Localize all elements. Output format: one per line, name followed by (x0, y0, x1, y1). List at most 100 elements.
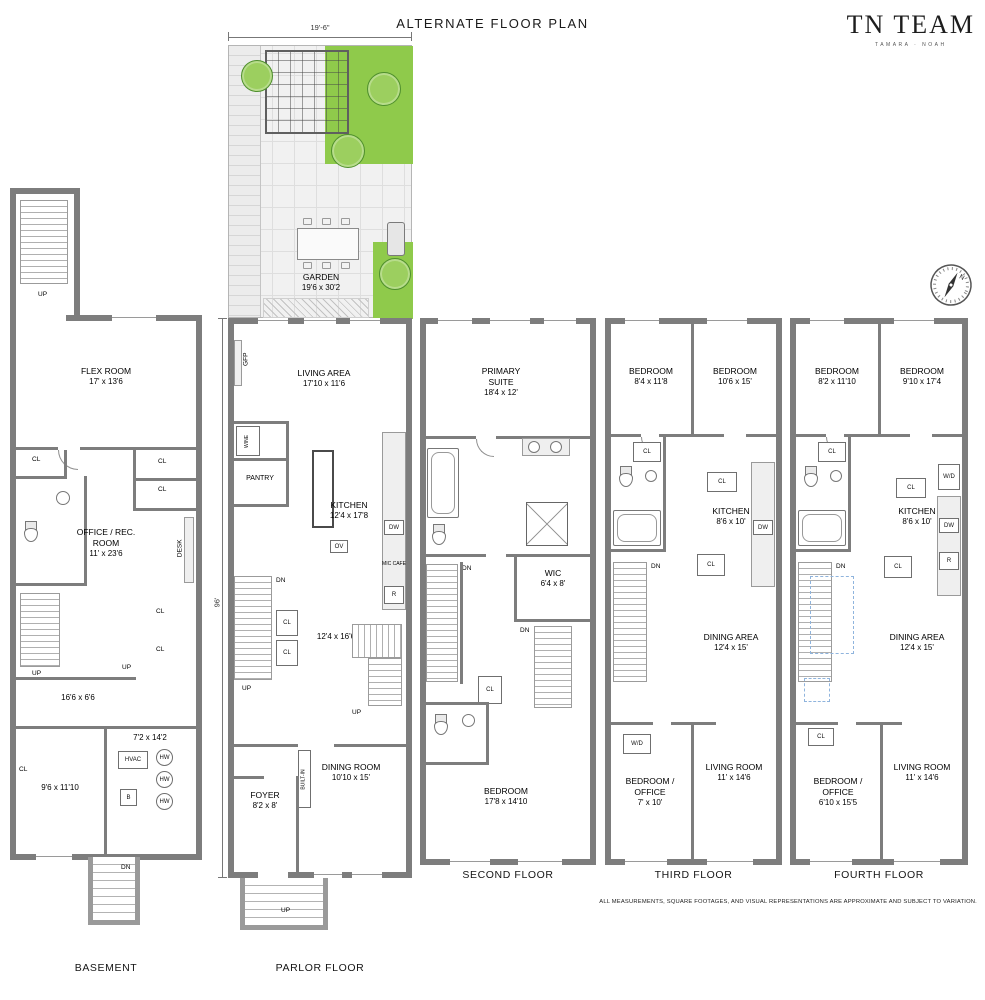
wall (659, 434, 724, 437)
room-name: DINING AREA (703, 632, 759, 642)
room-size: 10'6 x 15' (718, 377, 752, 387)
room-label-bedroom-office: BEDROOM / OFFICE 6'10 x 15'5 (802, 776, 874, 808)
dimension-text: 19'-6" (310, 23, 330, 32)
sink (645, 470, 657, 482)
room-size: 12'4 x 15' (714, 643, 748, 653)
oven: OV (330, 540, 348, 553)
room-name: KITCHEN (898, 506, 936, 516)
pergola (265, 50, 349, 134)
closet-label: CL (158, 486, 167, 493)
stairs (234, 576, 272, 680)
room-name: OFFICE / REC. ROOM (76, 527, 136, 549)
front-door-opening (258, 872, 288, 878)
basement-entry-stair-wing: UP (10, 188, 80, 321)
room-label-mechanical: 7'2 x 14'2 (108, 733, 192, 743)
room-size: 11' x 14'6 (905, 773, 939, 783)
wall (514, 619, 590, 622)
room-size: 10'10 x 15' (331, 773, 371, 783)
bathtub (427, 448, 459, 518)
tree-icon (379, 258, 411, 290)
wall (691, 722, 694, 859)
closet: CL (707, 472, 737, 492)
shower (526, 502, 568, 546)
room-label-dining-area: DINING AREA 12'4 x 15' (874, 632, 960, 653)
sink (462, 714, 475, 727)
wall (796, 549, 851, 552)
sink (528, 441, 540, 453)
window (350, 318, 380, 324)
room-size: 12'4 x 17'8 (329, 511, 369, 521)
room-label-dining-area: DINING AREA 12'4 x 15' (689, 632, 773, 653)
door-arc (58, 450, 78, 470)
grill (387, 222, 405, 256)
room-name: BEDROOM (713, 366, 757, 376)
disclaimer-text: ALL MEASUREMENTS, SQUARE FOOTAGES, AND V… (599, 899, 977, 905)
stairs (352, 624, 402, 658)
room-size: 8'6 x 10' (716, 517, 746, 527)
closet-label: CL (156, 646, 165, 653)
closet: CL (697, 554, 725, 576)
window (450, 859, 490, 865)
built-in-label: BUILT-IN (301, 768, 308, 790)
window (625, 859, 667, 865)
room-label-hall: 12'4 x 16'6 (296, 632, 376, 642)
basement-rear-stairs: DN (88, 857, 140, 925)
wall (286, 421, 289, 507)
room-label-kitchen: KITCHEN 12'4 x 17'8 (314, 500, 384, 521)
room-size: 7'2 x 14'2 (133, 733, 167, 742)
chair (322, 218, 331, 225)
caption-second-floor: SECOND FLOOR (462, 869, 554, 881)
wall (133, 478, 196, 481)
window (707, 318, 747, 324)
dishwasher: DW (753, 520, 773, 535)
room-size: 8'2 x 11'10 (818, 377, 856, 387)
wine-fridge: WINE (236, 426, 260, 456)
room-label-living-room: LIVING ROOM 11' x 14'6 (882, 762, 962, 783)
stairs (798, 562, 832, 682)
skylight-outline (810, 576, 854, 654)
toilet (434, 714, 448, 735)
room-name: LIVING AREA (297, 368, 351, 378)
boiler: B (120, 789, 137, 806)
refrigerator: R (939, 552, 959, 570)
kitchen-island (312, 450, 334, 528)
room-label-dining-room: DINING ROOM 10'10 x 15' (312, 762, 390, 783)
room-label-living-area: LIVING AREA 17'10 x 11'6 (264, 368, 384, 389)
room-name: GARDEN (302, 272, 340, 282)
room-label-office-rec-room: OFFICE / REC. ROOM 11' x 23'6 (76, 527, 136, 559)
floor-plan-third: BEDROOM 8'4 x 11'8 BEDROOM 10'6 x 15' CL… (605, 318, 782, 865)
room-name: FOYER (250, 790, 280, 800)
wall (496, 436, 590, 439)
room-size: 17' x 13'6 (89, 377, 123, 387)
appliance-label: MIC CAFE (382, 561, 406, 567)
room-size: 17'10 x 11'6 (302, 379, 346, 389)
window (352, 872, 382, 878)
wall (691, 324, 694, 434)
room-name: KITCHEN (712, 506, 750, 516)
tree-icon (367, 72, 401, 106)
room-label-garden: GARDEN 19'6 x 30'2 (269, 272, 373, 293)
wall (16, 476, 67, 479)
room-size: 17'8 x 14'10 (484, 797, 528, 807)
room-label-bedroom-2: BEDROOM 10'6 x 15' (695, 366, 775, 387)
room-name: BEDROOM (900, 366, 944, 376)
room-label-primary-suite: PRIMARY SUITE 18'4 x 12' (471, 366, 531, 398)
stair-direction-label: UP (32, 670, 42, 677)
closet-label: CL (19, 766, 28, 773)
room-name: BEDROOM / OFFICE (813, 776, 863, 798)
patio-hatch (263, 298, 369, 318)
compass-icon: N (928, 262, 974, 308)
room-size: 11' x 23'6 (89, 549, 123, 559)
room-name: DINING AREA (889, 632, 945, 642)
window (314, 872, 342, 878)
hvac-unit: HVAC (118, 751, 148, 769)
room-size: 8'2 x 8' (252, 801, 278, 811)
toilet (804, 466, 818, 487)
tree-icon (241, 60, 273, 92)
room-name: BEDROOM (629, 366, 673, 376)
refrigerator: R (384, 586, 404, 604)
room-name: FLEX ROOM (80, 366, 132, 376)
window (625, 318, 659, 324)
window (518, 859, 562, 865)
building-depth-dimension: 96' (212, 318, 227, 878)
